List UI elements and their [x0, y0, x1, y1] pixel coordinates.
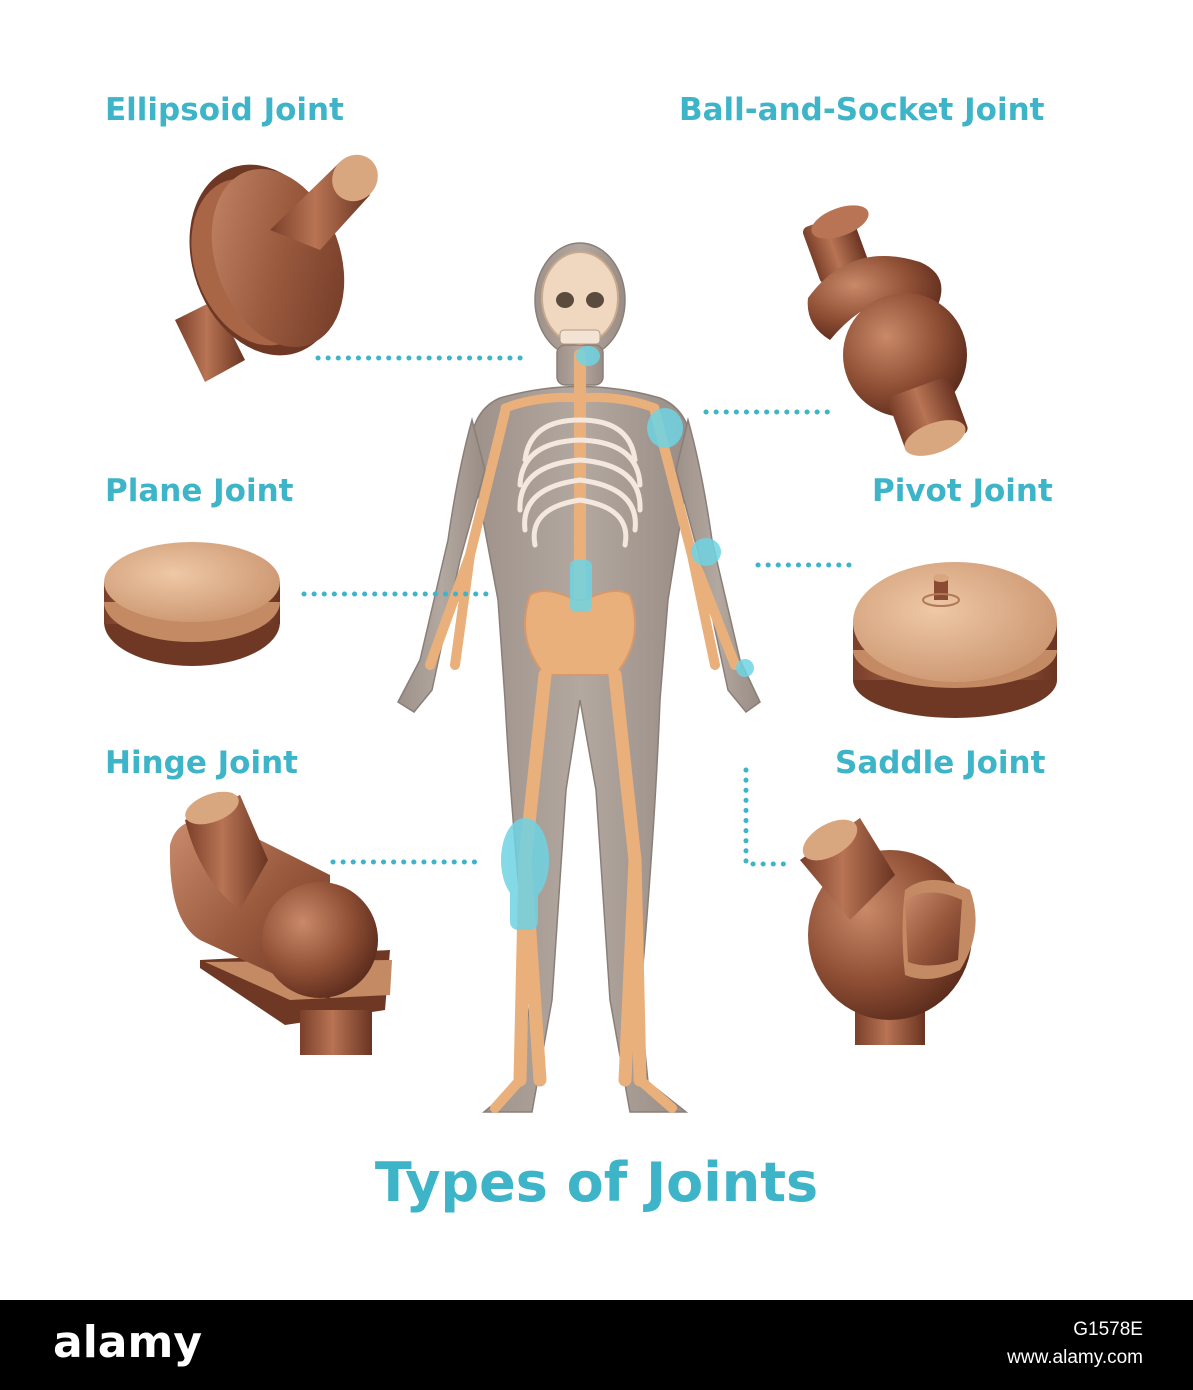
spine-joint-highlight — [570, 560, 592, 612]
wrist-joint-highlight — [736, 659, 754, 677]
ribcage — [517, 417, 643, 548]
ellipsoid-joint-model — [175, 154, 378, 382]
page-title: Types of Joints — [374, 1151, 819, 1214]
hinge-joint-model — [169, 791, 392, 1055]
label-hinge-joint: Hinge Joint — [105, 745, 298, 781]
watermark-site: www.alamy.com — [1007, 1347, 1143, 1368]
connector-saddle — [743, 767, 787, 867]
pelvis — [524, 590, 636, 676]
connectors — [301, 355, 855, 867]
saddle-joint-model — [800, 818, 976, 1045]
elbow-joint-highlight — [691, 538, 721, 566]
plane-joint-model — [104, 542, 280, 666]
label-pivot-joint: Pivot Joint — [872, 473, 1053, 509]
label-ball-and-socket-joint: Ball-and-Socket Joint — [679, 92, 1045, 128]
human-figure — [397, 242, 761, 1113]
label-ellipsoid-joint: Ellipsoid Joint — [105, 92, 344, 128]
pivot-joint-model — [853, 562, 1057, 718]
skeleton — [425, 251, 740, 1113]
neck-joint-highlight — [576, 346, 600, 366]
shoulder-joint-highlight — [647, 408, 683, 448]
watermark-image-code: G1578E — [1073, 1319, 1143, 1340]
watermark-logo: alamy — [53, 1317, 202, 1368]
ball-and-socket-joint-model — [802, 205, 968, 456]
joints-illustration — [104, 154, 1057, 1113]
joint-highlights — [501, 346, 754, 930]
label-plane-joint: Plane Joint — [105, 473, 294, 509]
knee-joint-highlight — [501, 818, 549, 902]
label-saddle-joint: Saddle Joint — [835, 745, 1046, 781]
watermark-bar — [0, 1300, 1193, 1390]
